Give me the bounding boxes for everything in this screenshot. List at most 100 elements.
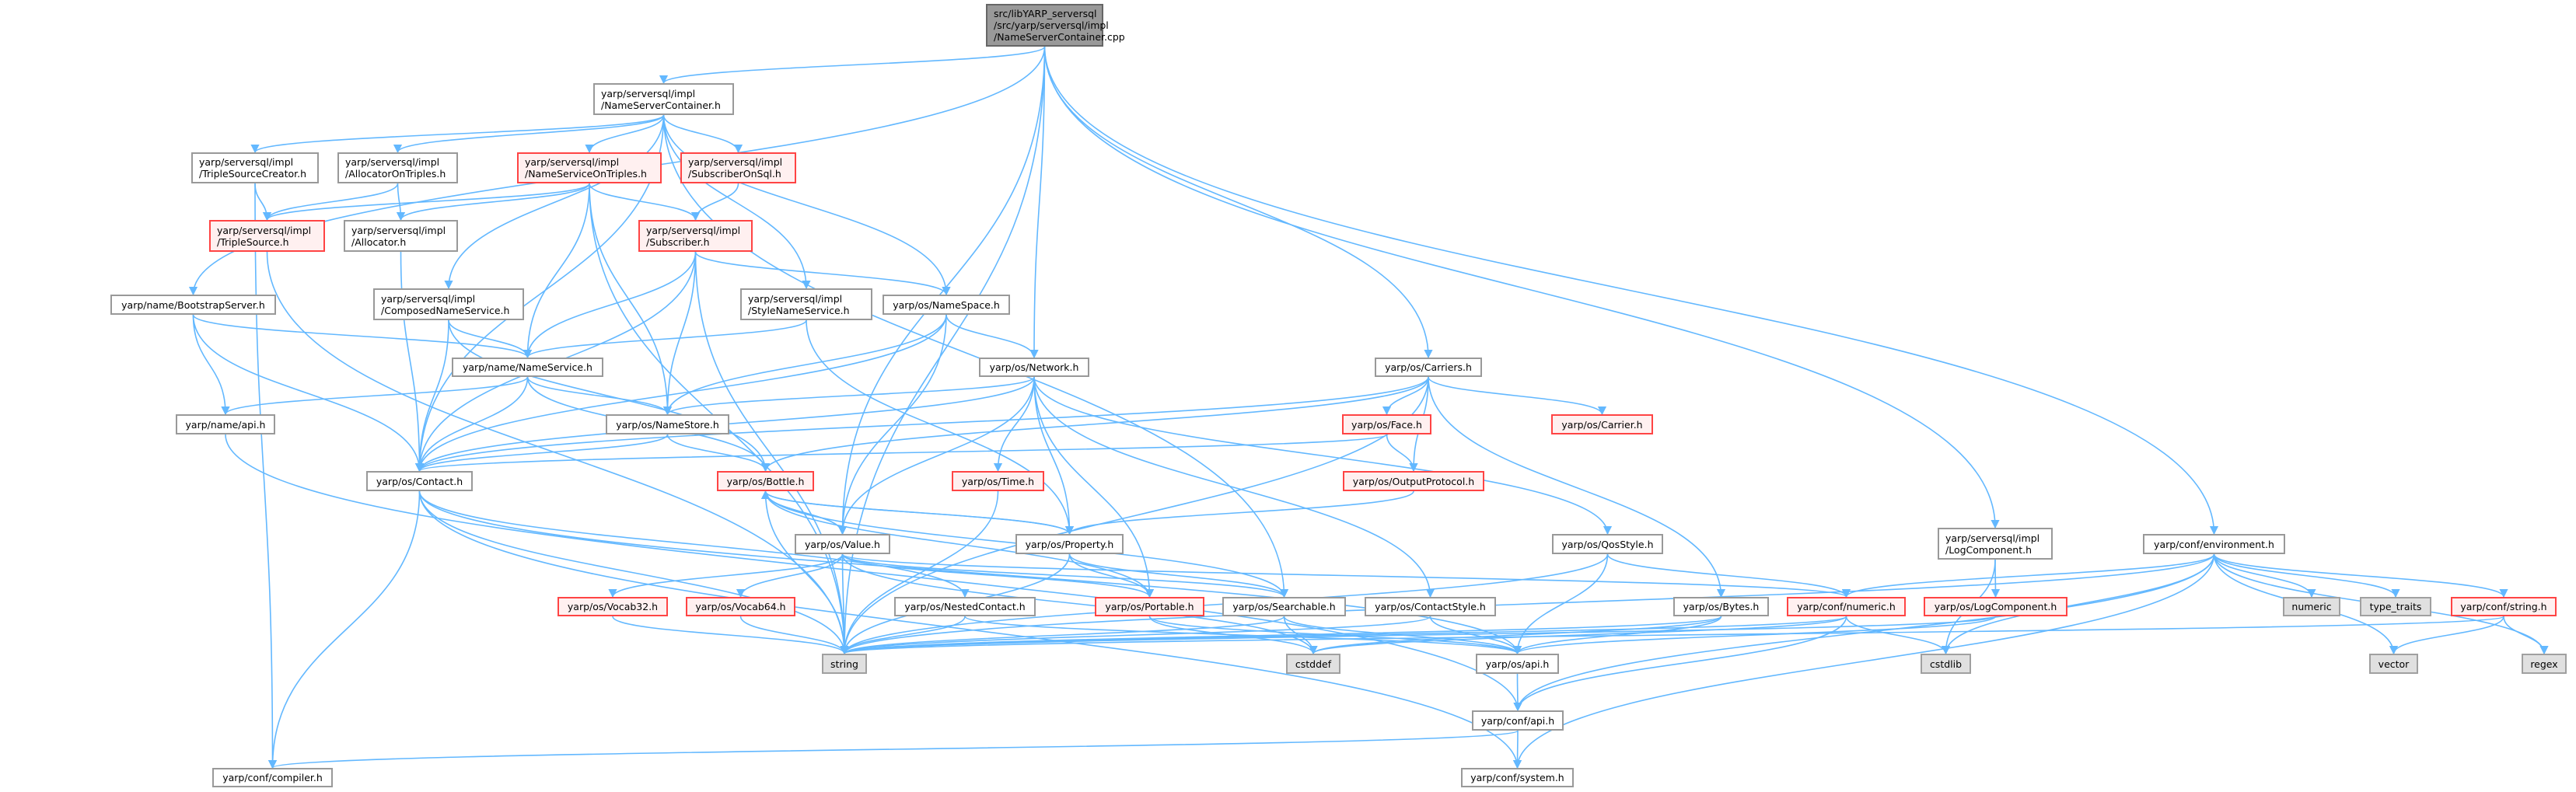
node-searchable[interactable]: yarp/os/Searchable.h [1222,597,1346,616]
node-regex[interactable]: regex [2522,654,2567,674]
edge-time-to-string [840,490,999,655]
node-time[interactable]: yarp/os/Time.h [952,471,1044,491]
edge-qos-to-numh [1606,553,1851,598]
node-confapi[interactable]: yarp/conf/api.h [1472,710,1564,731]
edge-osapi-to-confapi [1513,673,1522,712]
node-label-line: yarp/conf/string.h [2460,601,2547,612]
node-env[interactable]: yarp/conf/environment.h [2143,534,2285,554]
node-nsot[interactable]: yarp/serversql/impl/NameServiceOnTriples… [517,152,662,183]
node-numeric[interactable]: numeric [2283,597,2340,616]
node-label-line: yarp/name/NameService.h [463,361,592,373]
node-carriers[interactable]: yarp/os/Carriers.h [1375,358,1482,377]
node-face[interactable]: yarp/os/Face.h [1342,414,1431,434]
edge-root-to-carriers [1043,46,1433,359]
edge-nsot-to-nserv [523,183,590,359]
edge-face-to-outproto [1386,434,1418,473]
node-sos[interactable]: yarp/serversql/impl/SubscriberOnSql.h [680,152,796,183]
node-label-line: /AllocatorOnTriples.h [345,168,446,180]
node-label-line: yarp/os/Network.h [989,361,1079,373]
node-alloc[interactable]: yarp/serversql/impl/Allocator.h [344,220,458,252]
edge-value-to-numh [841,553,1851,598]
node-bottle[interactable]: yarp/os/Bottle.h [717,471,814,491]
edge-boot-to-contact [192,314,425,473]
node-label-line: yarp/serversql/impl [646,224,741,236]
node-oslog[interactable]: yarp/os/LogComponent.h [1924,597,2067,616]
node-cstring[interactable]: yarp/conf/string.h [2451,597,2557,616]
edge-nested-to-osapi [964,616,1522,655]
node-label-line: yarp/os/QosStyle.h [1561,538,1654,550]
node-label-line: yarp/serversql/impl [1945,532,2040,544]
node-nsc[interactable]: yarp/serversql/impl/NameServerContainer.… [593,83,734,115]
node-label-line: cstdlib [1929,658,1963,670]
node-compiler[interactable]: yarp/conf/compiler.h [212,768,333,787]
edge-bytes-to-cstddef [1309,616,1722,655]
node-nested[interactable]: yarp/os/NestedContact.h [894,597,1036,616]
edge-value-to-portable [841,553,1154,598]
node-osapi[interactable]: yarp/os/api.h [1476,654,1559,674]
node-logsql[interactable]: yarp/serversql/impl/LogComponent.h [1938,528,2053,560]
node-tsc[interactable]: yarp/serversql/impl/TripleSourceCreator.… [191,152,319,183]
node-label-line: yarp/os/LogComponent.h [1934,601,2057,612]
node-label-line: yarp/conf/compiler.h [222,772,323,783]
node-value[interactable]: yarp/os/Value.h [795,534,890,554]
node-outproto[interactable]: yarp/os/OutputProtocol.h [1343,471,1484,491]
node-network[interactable]: yarp/os/Network.h [979,358,1089,377]
edge-nspace-to-value [837,314,947,536]
node-sub[interactable]: yarp/serversql/impl/Subscriber.h [638,220,753,252]
edge-nsc-to-searchable [662,114,1289,598]
edge-ts-to-string [266,251,849,655]
node-aot[interactable]: yarp/serversql/impl/AllocatorOnTriples.h [337,152,458,183]
node-label-line: yarp/serversql/impl [688,156,783,168]
edge-network-to-portable [1033,376,1155,598]
edge-network-to-qos [1033,376,1613,536]
node-ts[interactable]: yarp/serversql/impl/TripleSource.h [209,220,325,252]
node-cstdlib[interactable]: cstdlib [1921,654,1971,674]
node-nspace[interactable]: yarp/os/NameSpace.h [883,295,1010,315]
node-system[interactable]: yarp/conf/system.h [1461,768,1574,787]
node-vocab64[interactable]: yarp/os/Vocab64.h [686,597,795,616]
edge-value-to-searchable [841,553,1288,598]
node-sns[interactable]: yarp/serversql/impl/StyleNameService.h [740,288,872,320]
node-label-line: numeric [2291,601,2332,612]
node-nstore[interactable]: yarp/os/NameStore.h [606,414,729,434]
edge-sub-to-nstore [662,251,697,416]
edge-tsc-to-ts [254,183,272,222]
node-cstyle[interactable]: yarp/os/ContactStyle.h [1365,597,1496,616]
node-cstddef[interactable]: cstddef [1286,654,1340,674]
node-property[interactable]: yarp/os/Property.h [1015,534,1124,554]
edge-oslog-to-osapi [1513,616,1997,655]
node-cns[interactable]: yarp/serversql/impl/ComposedNameService.… [373,288,524,320]
edge-numh-to-cstddef [1309,616,1847,655]
node-label-line: /StyleNameService.h [748,304,850,316]
node-bytes[interactable]: yarp/os/Bytes.h [1673,597,1769,616]
edge-tsc-to-compiler [254,183,278,769]
node-label-line: /src/yarp/serversql/impl [994,19,1109,31]
node-label-line: cstddef [1295,658,1332,670]
node-napi[interactable]: yarp/name/api.h [176,414,275,434]
node-carrier[interactable]: yarp/os/Carrier.h [1551,414,1653,434]
node-contact[interactable]: yarp/os/Contact.h [366,471,473,491]
node-label-line: yarp/os/Carriers.h [1385,361,1472,373]
edge-nspace-to-network [945,314,1039,359]
node-vector[interactable]: vector [2369,654,2418,674]
edge-env-to-system [1512,553,2215,769]
edge-value-to-vocab32 [608,553,844,598]
node-label-line: yarp/os/NameSpace.h [893,298,1000,311]
node-numh[interactable]: yarp/conf/numeric.h [1787,597,1906,616]
edge-contact-to-compiler [267,490,421,769]
node-typetraits[interactable]: type_traits [2360,597,2431,616]
edge-network-to-time [993,376,1035,473]
edge-vocab64-to-string [739,616,849,655]
node-root[interactable]: src/libYARP_serversql/src/yarp/serversql… [986,4,1125,47]
node-qos[interactable]: yarp/os/QosStyle.h [1552,534,1663,554]
node-nserv[interactable]: yarp/name/NameService.h [452,358,603,377]
node-vocab32[interactable]: yarp/os/Vocab32.h [557,597,668,616]
node-portable[interactable]: yarp/os/Portable.h [1095,597,1204,616]
node-label-line: yarp/name/api.h [185,418,266,431]
node-string[interactable]: string [822,654,867,674]
node-boot[interactable]: yarp/name/BootstrapServer.h [110,295,276,315]
edge-cstring-to-string [841,616,2504,655]
node-label-line: yarp/os/OutputProtocol.h [1352,475,1475,487]
edge-property-to-portable [1068,553,1155,598]
